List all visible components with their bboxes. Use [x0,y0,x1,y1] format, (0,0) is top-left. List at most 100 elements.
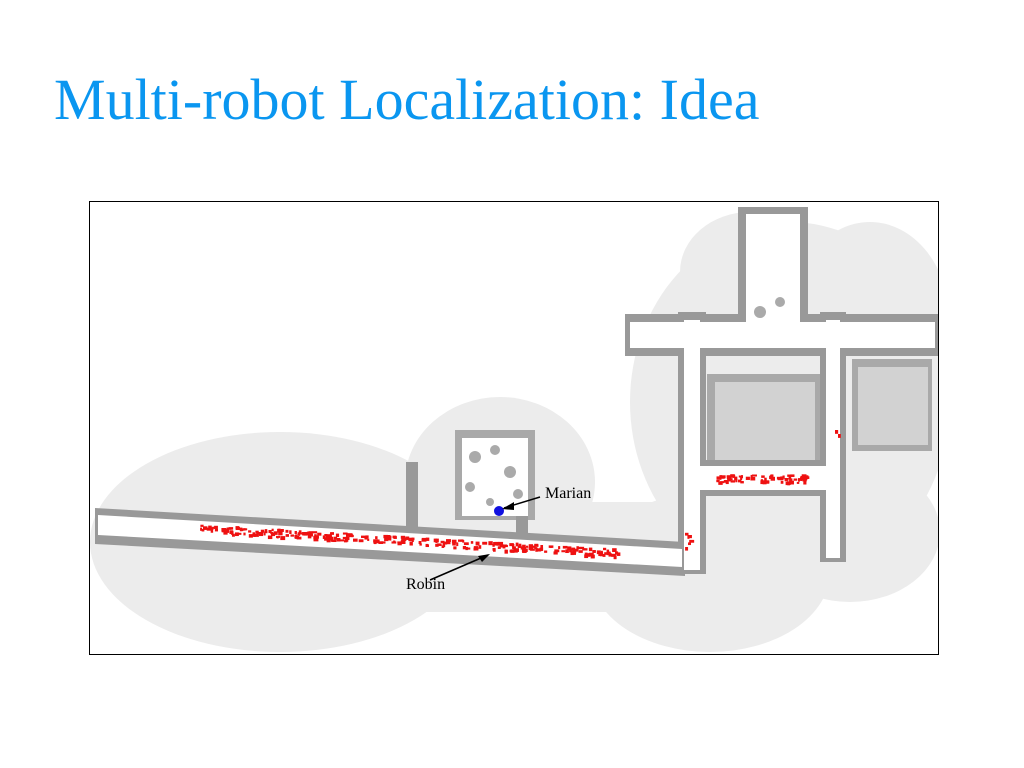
particle [780,480,784,484]
particle [294,531,297,534]
particle [478,545,482,549]
particle [513,548,518,553]
particle [750,476,756,481]
particle [214,529,219,532]
particle [374,540,377,545]
particle [537,548,542,552]
particle [765,480,770,484]
particle [787,481,790,486]
particle [392,535,397,539]
particle [685,547,689,551]
marian-robot-marker [494,506,504,516]
particle [790,480,794,485]
particle [378,541,383,544]
particle [600,550,603,554]
particle [604,552,607,555]
particle [567,546,572,551]
particle [515,542,519,547]
particle [462,540,465,543]
particle [339,539,345,542]
particle [296,536,302,540]
particle [760,479,764,484]
particle [388,537,392,541]
particle [330,539,333,542]
particle [752,474,757,477]
particle [574,548,579,552]
particle [425,544,429,548]
particle [232,533,235,537]
particle [408,537,414,542]
particle [800,479,803,482]
particle [279,530,283,534]
particle [248,534,253,538]
particle [303,532,308,536]
particle [210,528,214,533]
particle [313,537,319,542]
particle [835,430,839,434]
particle [330,532,334,535]
particle [433,538,437,543]
particle [419,543,422,546]
particle [496,543,502,546]
particle [344,540,348,543]
particle [838,434,841,438]
particle [200,527,203,531]
particle [611,553,616,557]
particle [364,536,368,540]
particle [570,551,574,556]
particle [465,546,468,551]
particle [530,548,535,551]
particle [322,535,326,539]
particle [289,530,292,534]
particle [462,546,467,550]
particle [342,536,346,540]
particle [592,554,595,558]
particle [308,531,311,536]
particle [273,531,278,535]
particle [453,546,457,550]
particle [502,544,506,549]
particle [740,481,744,484]
particle [384,538,389,542]
particle [383,534,388,539]
particle [297,532,303,535]
particle [329,536,333,539]
particle [518,543,522,547]
particle [534,543,539,547]
particle [317,532,322,536]
particle [528,544,534,548]
particle [336,538,341,542]
particle [264,529,268,533]
free-space [98,214,935,570]
particle [326,538,331,543]
particle [492,543,495,547]
particle [442,542,448,545]
particle [401,538,405,542]
particle [762,480,767,485]
particle [738,475,743,478]
particle [445,541,451,545]
particle [470,541,474,544]
particle [528,546,534,551]
particle [224,529,228,533]
particle [688,542,691,546]
particle [235,532,239,537]
particle [613,555,617,560]
particle [565,549,569,554]
particle [540,545,544,548]
particle [212,526,215,529]
particle [442,543,446,548]
particle [376,539,380,544]
particle [802,477,807,482]
particle [314,536,319,539]
particle [727,477,731,481]
particle [324,537,329,541]
particle [280,536,286,541]
particle [615,551,619,555]
particle [208,527,214,530]
particle [324,534,328,537]
particle [606,551,611,556]
particle [718,481,723,485]
particle [400,535,406,539]
particle [730,480,735,483]
